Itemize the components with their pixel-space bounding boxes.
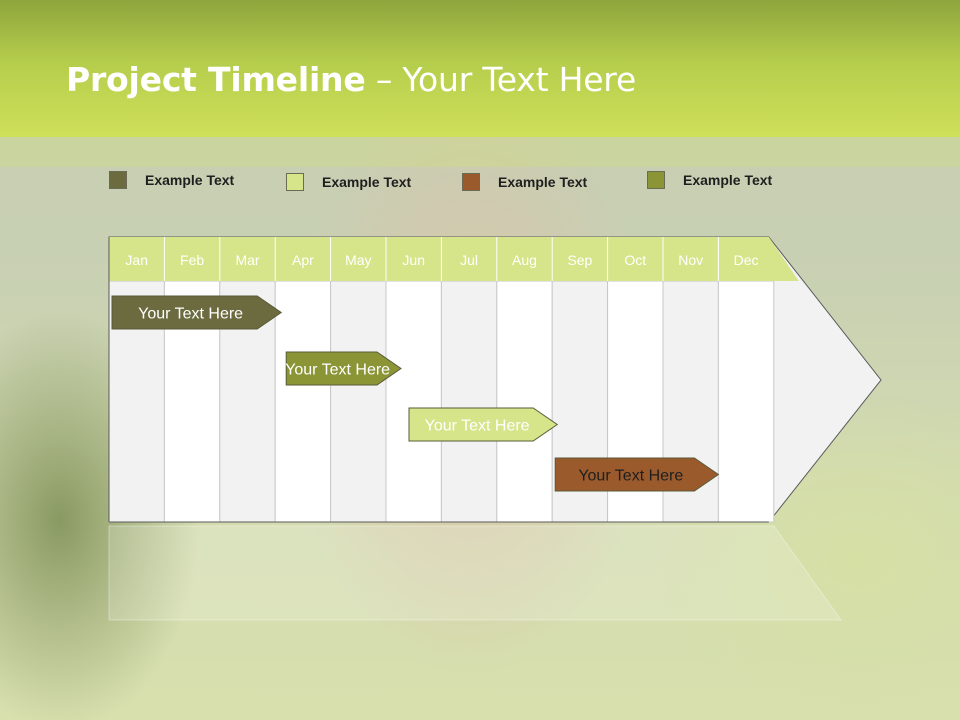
month-label-nov: Nov — [678, 252, 703, 268]
timeline-reflection — [108, 525, 842, 621]
month-column-dec — [717, 280, 775, 523]
legend-label-2: Example Text — [322, 174, 412, 190]
legend-swatch-2 — [286, 173, 304, 191]
task-bar-label: Your Text Here — [578, 468, 683, 485]
month-label-oct: Oct — [624, 252, 646, 268]
legend-label-4: Example Text — [683, 172, 773, 188]
task-bar-shape — [408, 407, 559, 442]
legend-swatch-3 — [462, 173, 480, 191]
month-label-mar: Mar — [235, 252, 259, 268]
month-label-jun: Jun — [402, 252, 425, 268]
month-header-row: Jan Feb Mar Apr May Jun Jul Aug Sep Oct Nov Dec — [108, 237, 799, 523]
reflection-shape — [108, 525, 842, 621]
month-column-jul — [440, 280, 498, 523]
month-label-jan: Jan — [125, 252, 148, 268]
month-label-dec: Dec — [734, 252, 759, 268]
month-label-jul: Jul — [460, 252, 478, 268]
month-label-feb: Feb — [180, 252, 204, 268]
legend-item-4: Example Text — [647, 170, 772, 190]
title-bold: Project Timeline — [66, 60, 366, 99]
task-bar-shape — [111, 295, 283, 330]
task-bar-label: Your Text Here — [425, 418, 530, 435]
month-label-may: May — [345, 252, 371, 268]
month-column-apr — [274, 280, 332, 523]
legend-swatch-4 — [647, 171, 665, 189]
title-rest: – Your Text Here — [365, 60, 637, 99]
task-bar-label: Your Text Here — [285, 362, 390, 379]
month-label-apr: Apr — [292, 252, 314, 268]
month-header-band — [109, 237, 799, 281]
legend-label-1: Example Text — [145, 172, 235, 188]
legend-item-2: Example Text — [286, 172, 411, 192]
month-column-aug — [496, 280, 553, 523]
banner-strip — [0, 137, 960, 167]
task-bar-shape — [285, 351, 402, 386]
slide-title: Project Timeline – Your Text Here — [66, 60, 636, 99]
month-column-may — [330, 280, 387, 523]
month-label-sep: Sep — [567, 252, 592, 268]
task-bar-2[interactable]: Your Text Here — [285, 351, 402, 386]
task-bar-shape — [554, 457, 720, 492]
legend-label-3: Example Text — [498, 174, 588, 190]
month-column-jun — [385, 280, 442, 523]
task-bar-1[interactable]: Your Text Here — [111, 295, 283, 330]
legend-item-1: Example Text — [109, 170, 234, 190]
task-bar-label: Your Text Here — [138, 306, 243, 323]
task-bar-3[interactable]: Your Text Here — [408, 407, 559, 442]
legend-item-3: Example Text — [462, 172, 587, 192]
legend-swatch-1 — [109, 171, 127, 189]
task-bar-4[interactable]: Your Text Here — [554, 457, 720, 492]
month-label-aug: Aug — [512, 252, 537, 268]
title-banner — [0, 0, 960, 137]
